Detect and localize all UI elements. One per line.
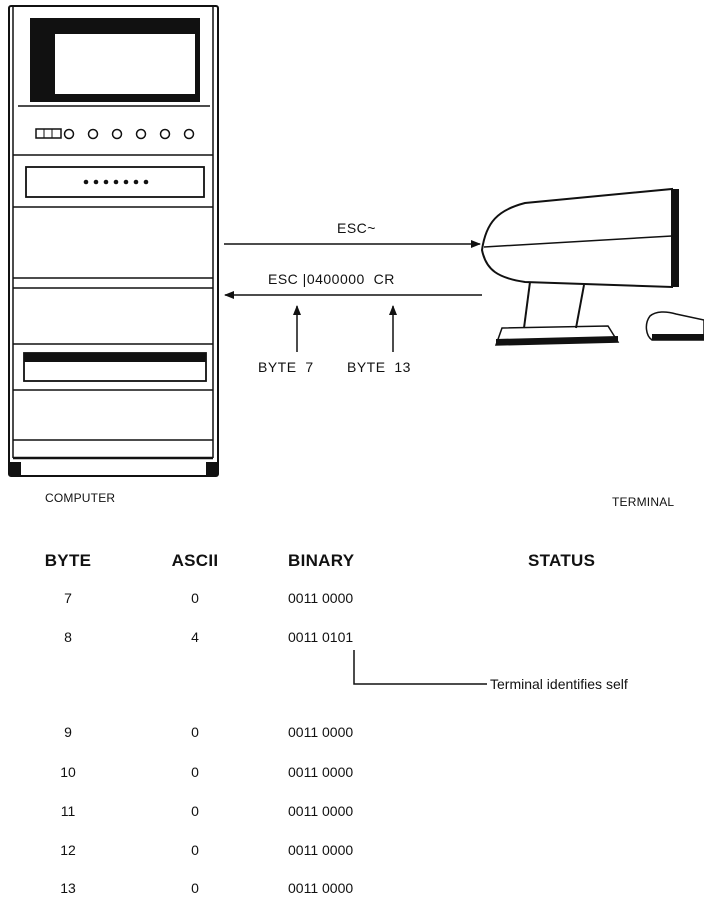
annotation-connector-line [354,650,487,684]
cell-ascii: 0 [191,590,199,606]
cell-byte: 11 [61,803,76,819]
byte-13-marker-label: BYTE 13 [347,359,411,375]
cell-binary: 0011 0000 [288,724,353,740]
header-binary: BINARY [288,551,354,571]
cell-ascii: 0 [191,724,199,740]
cell-binary: 0011 0101 [288,629,353,645]
byte-7-marker-label: BYTE 7 [258,359,314,375]
cell-binary: 0011 0000 [288,764,353,780]
outgoing-signal-label: ESC~ [337,220,376,236]
cell-byte: 13 [60,880,76,896]
cell-binary: 0011 0000 [288,590,353,606]
header-status: STATUS [528,551,595,571]
cell-byte: 8 [64,629,72,645]
response-signal-label: ESC |0400000 CR [268,271,395,287]
cell-binary: 0011 0000 [288,880,353,896]
cell-byte: 12 [60,842,76,858]
cell-ascii: 4 [191,629,199,645]
cell-byte: 9 [64,724,72,740]
cell-byte: 10 [60,764,76,780]
cell-ascii: 0 [191,842,199,858]
computer-cabinet-icon [9,6,218,476]
cell-ascii: 0 [191,880,199,896]
computer-label: COMPUTER [45,491,115,505]
header-ascii: ASCII [172,551,219,571]
header-byte: BYTE [45,551,92,571]
cell-ascii: 0 [191,803,199,819]
terminal-icon [482,189,704,345]
terminal-label: TERMINAL [612,495,674,509]
cell-binary: 0011 0000 [288,803,353,819]
cell-ascii: 0 [191,764,199,780]
annotation-label: Terminal identifies self [490,676,628,692]
cell-byte: 7 [64,590,72,606]
cell-binary: 0011 0000 [288,842,353,858]
